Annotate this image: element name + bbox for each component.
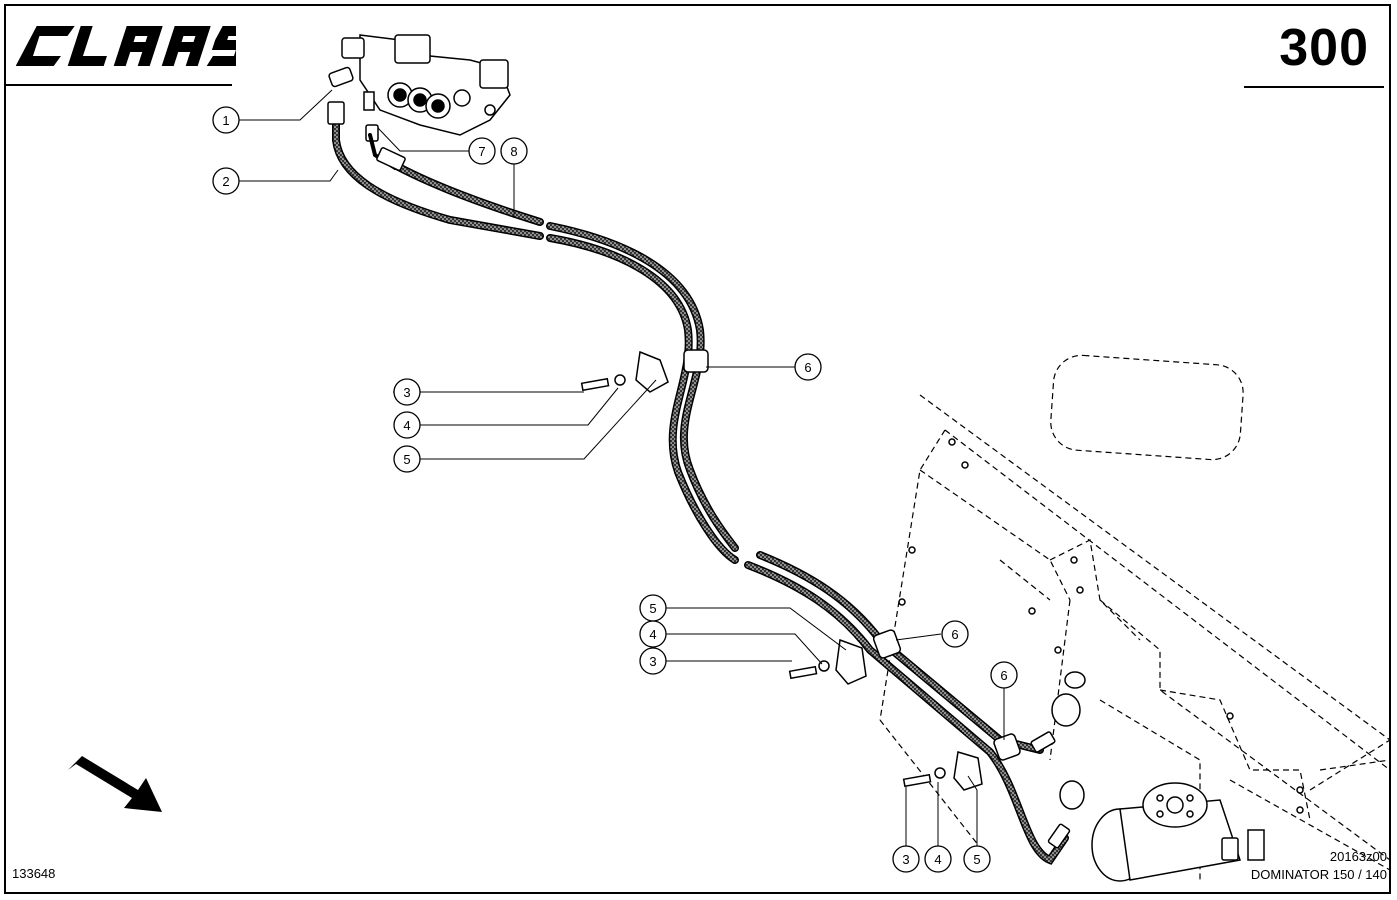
callout-3-upper: 3	[403, 385, 410, 400]
machine-frame-dashed	[879, 354, 1391, 880]
callout-6-lower: 6	[1000, 668, 1007, 683]
logo-underline	[6, 84, 232, 86]
hose-fittings	[327, 101, 1239, 861]
callout-3-lower: 3	[902, 852, 909, 867]
callout-1: 1	[222, 113, 229, 128]
callout-5-lower: 5	[973, 852, 980, 867]
callout-3-middle: 3	[649, 654, 656, 669]
callout-6-middle: 6	[951, 627, 958, 642]
drawing-code: 20163z00	[1329, 849, 1387, 864]
mounting-brackets	[635, 350, 983, 791]
hydraulic-motor	[1051, 671, 1265, 882]
model-name: DOMINATOR 150 / 140	[1250, 866, 1387, 882]
callout-4-middle: 4	[649, 627, 656, 642]
footer-info: 20163z00 DOMINATOR 150 / 140	[1251, 848, 1387, 883]
callout-5-upper: 5	[403, 452, 410, 467]
callout-numbers: 1 2 7 8 3 4 5 6 5 4 3 6 6 3 4 5	[222, 113, 1007, 867]
hose-assembly	[332, 116, 1069, 865]
page-frame	[4, 4, 1391, 894]
callout-7: 7	[478, 144, 485, 159]
frame-holes	[898, 438, 1304, 814]
callout-5-middle: 5	[649, 601, 656, 616]
control-valve-block	[328, 34, 511, 142]
page-number-underline	[1244, 86, 1384, 88]
callout-circles	[212, 106, 1018, 873]
bolts-washers	[580, 374, 946, 788]
leader-lines	[239, 89, 1005, 846]
direction-arrow-icon	[68, 756, 162, 812]
callout-4-lower: 4	[934, 852, 941, 867]
callout-2: 2	[222, 174, 229, 189]
claas-logo	[16, 26, 236, 66]
callout-4-upper: 4	[403, 418, 410, 433]
image-number: 133648	[12, 866, 56, 881]
callout-8: 8	[510, 144, 517, 159]
page-number: 300	[1279, 19, 1369, 77]
callout-6-upper: 6	[804, 360, 811, 375]
